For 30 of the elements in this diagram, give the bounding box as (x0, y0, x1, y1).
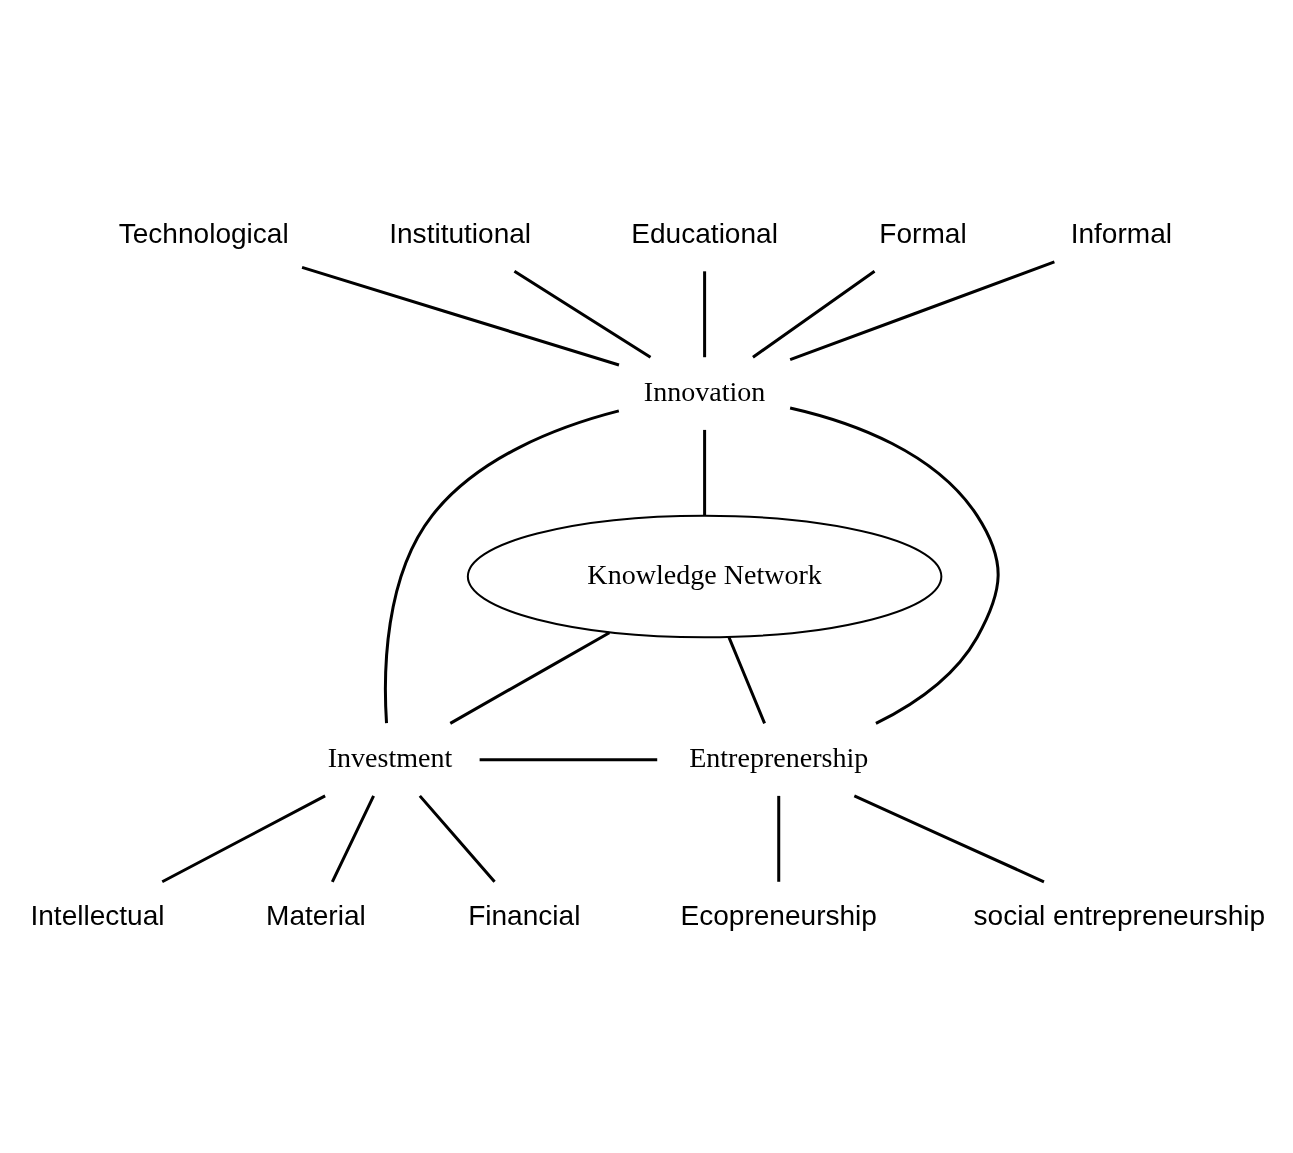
connector (301, 265, 620, 367)
connector (789, 406, 1000, 725)
node-text: Informal (1070, 217, 1173, 249)
connector (703, 271, 707, 358)
connector (479, 758, 658, 762)
connector (161, 794, 326, 884)
node-text: Innovation (643, 375, 766, 407)
connector (330, 795, 375, 883)
connector (418, 794, 496, 883)
connector (789, 260, 1055, 362)
node-text: Entreprenership (689, 742, 869, 774)
connector (853, 794, 1045, 884)
node-text: Technological (118, 217, 289, 249)
connector (752, 270, 876, 359)
node-text: Material (266, 900, 366, 932)
node-ellipse: Knowledge Network (466, 514, 943, 639)
node-text: Investment (327, 742, 453, 774)
node-text: social entrepreneurship (973, 900, 1266, 932)
node-text: Formal (879, 217, 967, 249)
connector (383, 409, 620, 724)
node-text: Institutional (389, 217, 532, 249)
connector (777, 795, 781, 882)
node-text: Financial (468, 900, 581, 932)
connector (449, 631, 611, 725)
node-text: Educational (631, 217, 778, 249)
connector (703, 429, 707, 516)
node-text: Intellectual (30, 900, 165, 932)
connector (513, 270, 652, 359)
node-text: Ecopreneurship (680, 900, 877, 932)
connector (727, 636, 766, 724)
